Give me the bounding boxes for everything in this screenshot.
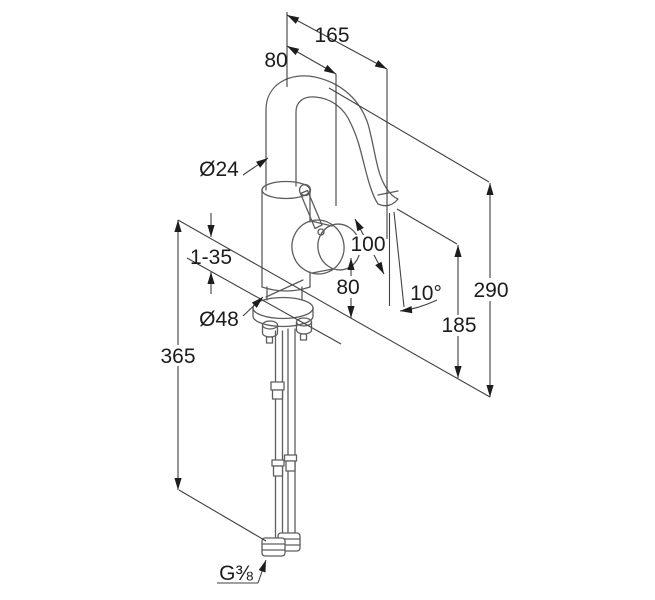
label-bg-100 — [352, 235, 385, 255]
handle-set-screw — [317, 228, 325, 236]
hose-right-crimp2 — [285, 460, 296, 472]
stud-nut-upper — [270, 381, 285, 391]
label-bg-365 — [159, 345, 198, 366]
leader-base-diameter — [242, 296, 264, 317]
dim-total-height-label: 290 — [473, 279, 508, 302]
lug-right-bolt — [299, 333, 308, 341]
dim-line-80-top — [286, 45, 337, 75]
angle-ray-slanted — [393, 211, 405, 308]
flange-top-rim — [252, 296, 314, 320]
lever-knob — [298, 183, 312, 197]
ext-line-crown-290 — [328, 87, 490, 183]
leader-spout-diameter — [242, 157, 269, 176]
dim-hose-length-label: 365 — [160, 345, 195, 368]
hose-left-crimp2 — [272, 465, 284, 477]
dim-base-diameter-label: Ø48 — [199, 308, 239, 331]
label-bg-80mid — [334, 276, 364, 298]
dim-connection-thread-label: G⅜ — [219, 562, 253, 585]
flange-side — [252, 307, 314, 328]
ext-line-outlet-185 — [396, 208, 458, 245]
ext-line-hose-bottom — [178, 489, 267, 542]
label-bg-290 — [473, 278, 509, 301]
dim-spout-reach-label: 165 — [314, 24, 349, 47]
hose-right-crimp — [283, 454, 298, 462]
dim-outlet-clearance-label: 100 — [350, 233, 385, 256]
dim-outlet-height-label: 185 — [441, 314, 476, 337]
dim-spout-offset-label: 80 — [264, 49, 287, 72]
dimension-annotations: 165 80 Ø24 1-35 100 80 10° 290 185 Ø48 3… — [159, 12, 509, 585]
base — [252, 279, 314, 344]
leader-g38 — [257, 559, 267, 584]
stud-nut-lower — [271, 389, 284, 400]
dim-outlet-angle-label: 10° — [410, 282, 442, 305]
dim-line-165 — [286, 14, 388, 70]
lug-right-top — [295, 317, 313, 327]
neck-inner-rim — [265, 279, 304, 298]
deck-top-line — [177, 219, 491, 398]
supply-hoses — [261, 328, 301, 557]
dim-spout-diameter-label: Ø24 — [199, 158, 239, 181]
angle-arc — [399, 299, 438, 314]
faucet-outline — [252, 75, 399, 557]
handle — [291, 183, 361, 275]
label-bg-185 — [441, 315, 477, 336]
handle-cap-bottom-edge — [311, 268, 334, 274]
lug-left-bolt — [265, 336, 274, 344]
hose-left-crimp — [271, 459, 285, 467]
body-bottom-edge — [261, 286, 311, 292]
spout-aerator-line — [377, 190, 399, 196]
dim-mounting-thickness-label: 1-35 — [190, 246, 232, 269]
spout-outline — [265, 75, 399, 207]
deck-bottom-line — [186, 257, 342, 345]
dim-outlet-to-deck-label: 80 — [336, 276, 359, 299]
lever-shaft — [299, 189, 323, 230]
body-top-rim — [261, 180, 311, 200]
hose-left-nut — [261, 537, 286, 557]
